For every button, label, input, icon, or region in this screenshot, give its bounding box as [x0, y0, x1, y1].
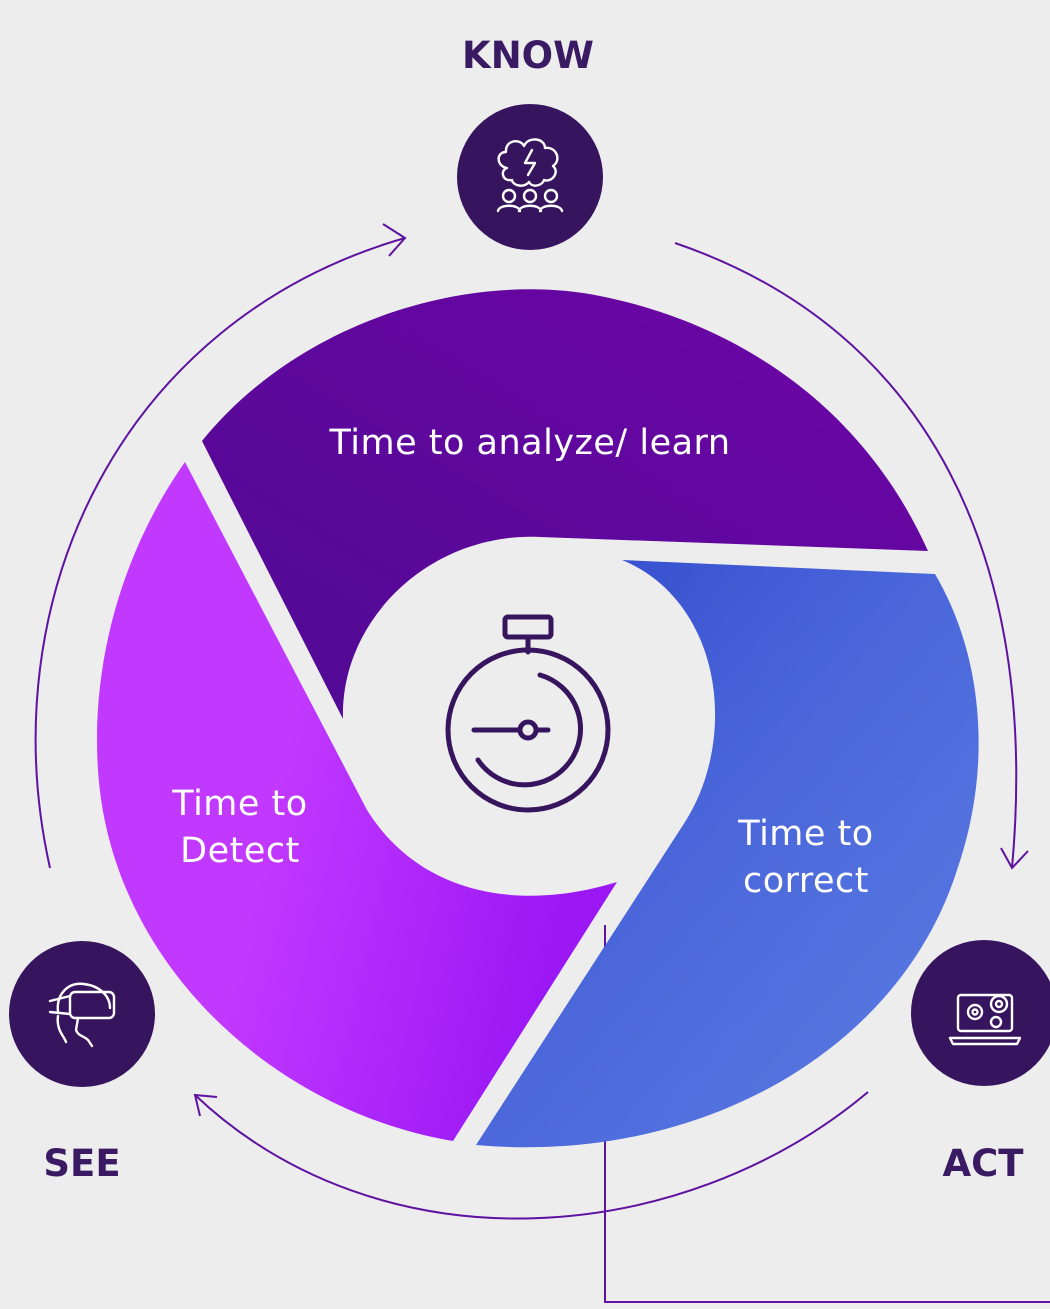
laptop-gears-icon	[948, 993, 1022, 1046]
segment-analyze	[202, 289, 928, 719]
brain-team-icon	[496, 138, 564, 213]
stopwatch-icon	[445, 614, 611, 813]
segment-detect	[96, 462, 617, 1141]
act-node	[911, 940, 1050, 1086]
segment-detect-label-line2: Detect	[180, 831, 300, 871]
segment-correct-label-line2: correct	[743, 861, 869, 901]
arrowhead-know	[382, 223, 407, 257]
segment-detect-label-line1: Time to	[171, 784, 307, 824]
arrowhead-act	[1000, 847, 1029, 870]
stage-know-label: KNOW	[462, 34, 594, 77]
segment-correct-label-line1: Time to	[737, 814, 873, 854]
segment-correct	[476, 560, 979, 1148]
stage-act-label: ACT	[942, 1142, 1024, 1185]
arrow-know-to-act	[674, 242, 1018, 869]
arrowhead-see	[193, 1093, 218, 1117]
segment-analyze-label: Time to analyze/ learn	[328, 423, 730, 463]
arrow-see-to-know	[34, 237, 406, 869]
arrow-act-to-see	[194, 1091, 869, 1220]
know-node	[457, 104, 603, 250]
see-node	[9, 941, 155, 1087]
vr-headset-icon	[48, 982, 116, 1048]
stage-see-label: SEE	[43, 1142, 120, 1185]
